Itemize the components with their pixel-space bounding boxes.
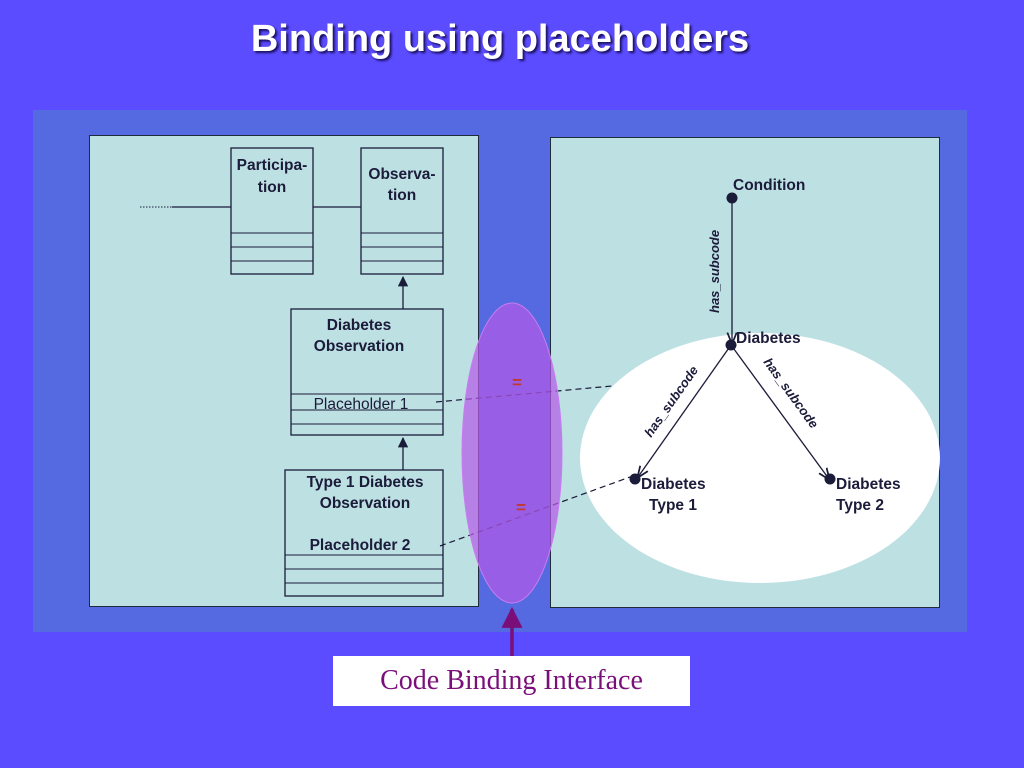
edge-diabetes-type2 [730, 344, 829, 479]
edge-label-vertical: has_subcode [707, 230, 722, 313]
node-type1-dot [629, 473, 641, 485]
uml-panel [89, 135, 479, 607]
placeholder-2-label: Placeholder 2 [310, 537, 411, 554]
equals-symbol-1: = [512, 373, 522, 392]
diabetes-observation-line2: Observation [314, 338, 404, 355]
uml-class-observation: Observa- tion [360, 147, 444, 275]
node-type1-label-line1: Diabetes [641, 476, 706, 493]
type1-observation-line2: Observation [320, 495, 410, 512]
placeholder-1-label: Placeholder 1 [314, 396, 409, 413]
uml-class-type1-observation: Type 1 Diabetes Observation Placeholder … [284, 469, 444, 597]
node-type2-label-line2: Type 2 [836, 497, 884, 514]
node-type2-dot [824, 473, 836, 485]
node-type1-label-line2: Type 1 [649, 497, 697, 514]
node-type2-label-line1: Diabetes [836, 476, 901, 493]
uml-class-participation: Participa- tion [230, 147, 314, 275]
node-condition-label: Condition [733, 177, 805, 194]
uml-class-diabetes-observation: Diabetes Observation Placeholder 1 [290, 308, 444, 436]
participation-line1: Participa- [237, 157, 308, 174]
node-condition-dot [726, 192, 738, 204]
diabetes-observation-line1: Diabetes [327, 317, 392, 334]
caption-text: Code Binding Interface [380, 665, 643, 696]
slide-title: Binding using placeholders [250, 18, 750, 60]
node-diabetes-label: Diabetes [736, 330, 801, 347]
edge-diabetes-type1 [638, 344, 732, 477]
observation-line1: Observa- [368, 166, 435, 183]
hierarchy-highlight-ellipse [580, 333, 940, 583]
type1-observation-line1: Type 1 Diabetes [307, 474, 424, 491]
binding-interface-ellipse [461, 302, 563, 604]
equals-symbol-2: = [516, 498, 526, 517]
observation-line2: tion [388, 187, 416, 204]
node-diabetes-dot [725, 339, 737, 351]
caption-box: Code Binding Interface [333, 656, 690, 706]
participation-line2: tion [258, 179, 286, 196]
